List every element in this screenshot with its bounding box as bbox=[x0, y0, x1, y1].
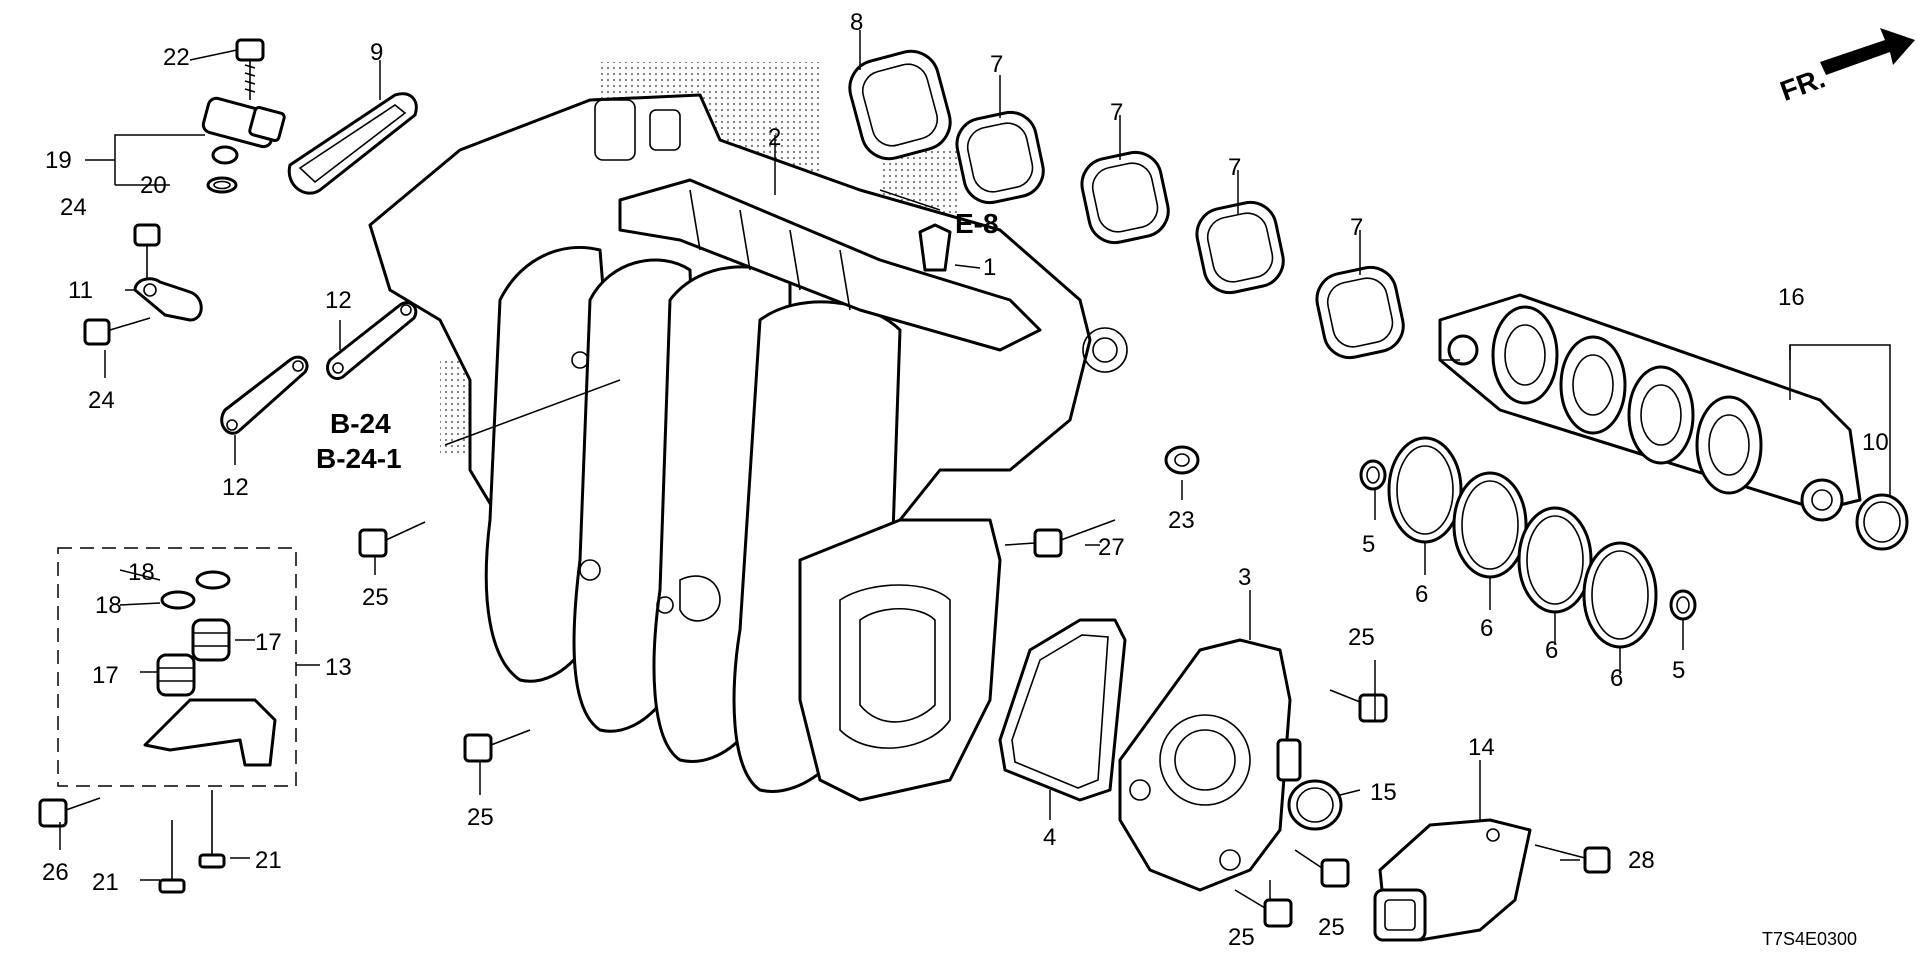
map-sensor bbox=[201, 38, 286, 194]
callout-2: 2 bbox=[768, 124, 781, 151]
callout-6a: 6 bbox=[1415, 581, 1428, 608]
callout-21a: 21 bbox=[92, 869, 119, 896]
callout-numbers: 1 2 3 4 5 5 6 6 6 6 7 7 7 7 8 9 10 11 12… bbox=[42, 9, 1889, 951]
front-direction-arrow-icon: FR. bbox=[1776, 28, 1915, 107]
callout-18a: 18 bbox=[128, 559, 155, 586]
kit-13-box bbox=[57, 547, 297, 787]
callout-16: 16 bbox=[1778, 284, 1805, 311]
callout-12a: 12 bbox=[325, 287, 352, 314]
callout-17b: 17 bbox=[92, 662, 119, 689]
callout-9: 9 bbox=[370, 39, 383, 66]
leader-lines bbox=[59, 30, 1891, 900]
callout-25e: 25 bbox=[1318, 914, 1345, 941]
clamp-15 bbox=[1287, 779, 1343, 831]
callout-6c: 6 bbox=[1545, 637, 1558, 664]
callout-5a: 5 bbox=[1362, 531, 1375, 558]
gasket-9 bbox=[287, 92, 418, 195]
callout-10: 10 bbox=[1862, 429, 1889, 456]
callout-12b: 12 bbox=[222, 474, 249, 501]
ref-b24: B-24 bbox=[330, 408, 391, 439]
callout-5b: 5 bbox=[1672, 657, 1685, 684]
ref-e8: E-8 bbox=[955, 208, 999, 239]
callout-8: 8 bbox=[850, 9, 863, 36]
runner-gasket-group bbox=[955, 110, 1405, 360]
callout-7b: 7 bbox=[1110, 99, 1123, 126]
callout-7c: 7 bbox=[1228, 154, 1241, 181]
gasket-4 bbox=[998, 618, 1127, 802]
gasket-8 bbox=[848, 49, 952, 161]
bracket-12 bbox=[220, 301, 418, 435]
callout-3: 3 bbox=[1238, 564, 1251, 591]
throttle-body bbox=[1118, 638, 1302, 892]
water-pipe-14 bbox=[1373, 818, 1532, 942]
callout-11: 11 bbox=[68, 277, 93, 304]
callout-22: 22 bbox=[163, 44, 190, 71]
front-label: FR. bbox=[1776, 62, 1829, 107]
bracket-11 bbox=[83, 223, 203, 346]
callout-7a: 7 bbox=[990, 51, 1003, 78]
callout-1: 1 bbox=[983, 254, 996, 281]
o-ring-10 bbox=[1855, 493, 1909, 551]
callout-26: 26 bbox=[42, 859, 69, 886]
ref-b24-1: B-24-1 bbox=[316, 443, 402, 474]
callout-20: 20 bbox=[140, 172, 167, 199]
callout-19: 19 bbox=[45, 147, 72, 174]
callout-25d: 25 bbox=[1228, 924, 1255, 951]
callout-25c: 25 bbox=[1348, 624, 1375, 651]
callout-6d: 6 bbox=[1610, 665, 1623, 692]
fastener-group bbox=[38, 223, 1611, 928]
callout-17a: 17 bbox=[255, 629, 282, 656]
callout-15: 15 bbox=[1370, 779, 1397, 806]
intake-manifold bbox=[368, 93, 1128, 802]
callout-13: 13 bbox=[325, 654, 352, 681]
callout-25a: 25 bbox=[362, 584, 389, 611]
callout-18b: 18 bbox=[95, 592, 122, 619]
callout-25b: 25 bbox=[467, 804, 494, 831]
callout-4: 4 bbox=[1043, 824, 1056, 851]
runner-valve-assembly bbox=[1438, 293, 1862, 522]
callout-23: 23 bbox=[1168, 507, 1195, 534]
collar-5-group bbox=[1359, 459, 1697, 621]
seal-6-group bbox=[1387, 436, 1658, 649]
callout-7d: 7 bbox=[1350, 214, 1363, 241]
callout-21b: 21 bbox=[255, 847, 282, 874]
callout-24b: 24 bbox=[88, 387, 115, 414]
callout-27: 27 bbox=[1098, 534, 1125, 561]
callout-28: 28 bbox=[1628, 847, 1655, 874]
figure-code: T7S4E0300 bbox=[1762, 929, 1857, 949]
callout-14: 14 bbox=[1468, 734, 1495, 761]
callout-24a: 24 bbox=[60, 194, 87, 221]
callout-6b: 6 bbox=[1480, 615, 1493, 642]
